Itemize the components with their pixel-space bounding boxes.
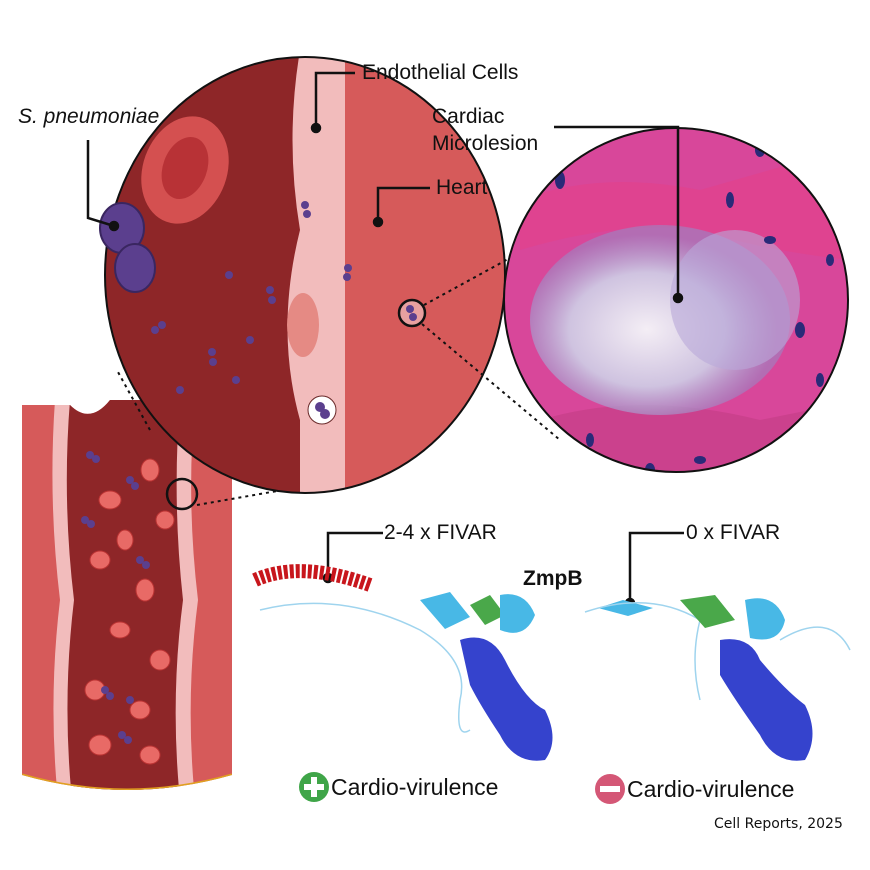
heart-label: Heart (436, 176, 488, 199)
microlesion-marker (397, 298, 427, 328)
blood-vessel-illustration (22, 400, 232, 790)
plus-circle-icon (299, 772, 329, 802)
endothelial-cells-label: Endothelial Cells (362, 61, 519, 84)
zmpb-label: ZmpB (523, 567, 583, 590)
fivar-positive-label: 2-4 x FIVAR (384, 521, 497, 544)
microlesion-label: Microlesion (432, 132, 539, 155)
bacterium-icon (99, 202, 156, 293)
citation: Cell Reports, 2025 (714, 816, 843, 832)
minus-circle-icon (595, 774, 625, 804)
zoom-region-marker (165, 477, 199, 511)
cardiac-label: Cardiac (432, 105, 505, 128)
zmpb-structure-without-fivar (584, 595, 851, 761)
cardio-virulence-positive-label: Cardio-virulence (331, 774, 499, 800)
zmpb-structure-with-fivar (252, 564, 553, 761)
s-pneumoniae-label: S. pneumoniae (18, 105, 160, 128)
magnified-vessel-wall (105, 57, 505, 493)
cardio-virulence-negative-label: Cardio-virulence (627, 776, 795, 802)
fivar-negative-label: 0 x FIVAR (686, 521, 781, 544)
